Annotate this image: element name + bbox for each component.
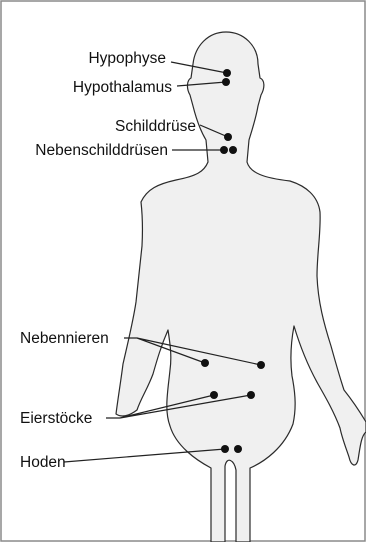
label-eierstoecke: Eierstöcke: [20, 410, 92, 427]
hypophyse-marker: [223, 69, 231, 77]
label-hoden: Hoden: [20, 454, 66, 471]
nebenschilddruese-marker-left: [220, 146, 228, 154]
schilddruese-marker: [224, 133, 232, 141]
label-nebenschilddruesen: Nebenschilddrüsen: [35, 142, 168, 159]
label-nebennieren: Nebennieren: [20, 330, 109, 347]
nebenniere-marker-right: [257, 361, 265, 369]
hoden-marker-left: [221, 445, 229, 453]
eierstock-marker-left: [210, 391, 218, 399]
hypothalamus-marker: [222, 78, 230, 86]
nebenniere-marker-left: [201, 359, 209, 367]
label-schilddruese: Schilddrüse: [115, 118, 196, 135]
label-hypophyse: Hypophyse: [88, 50, 166, 67]
eierstock-marker-right: [247, 391, 255, 399]
hoden-marker-right: [234, 445, 242, 453]
label-hypothalamus: Hypothalamus: [73, 79, 172, 96]
nebenschilddruese-marker-right: [229, 146, 237, 154]
